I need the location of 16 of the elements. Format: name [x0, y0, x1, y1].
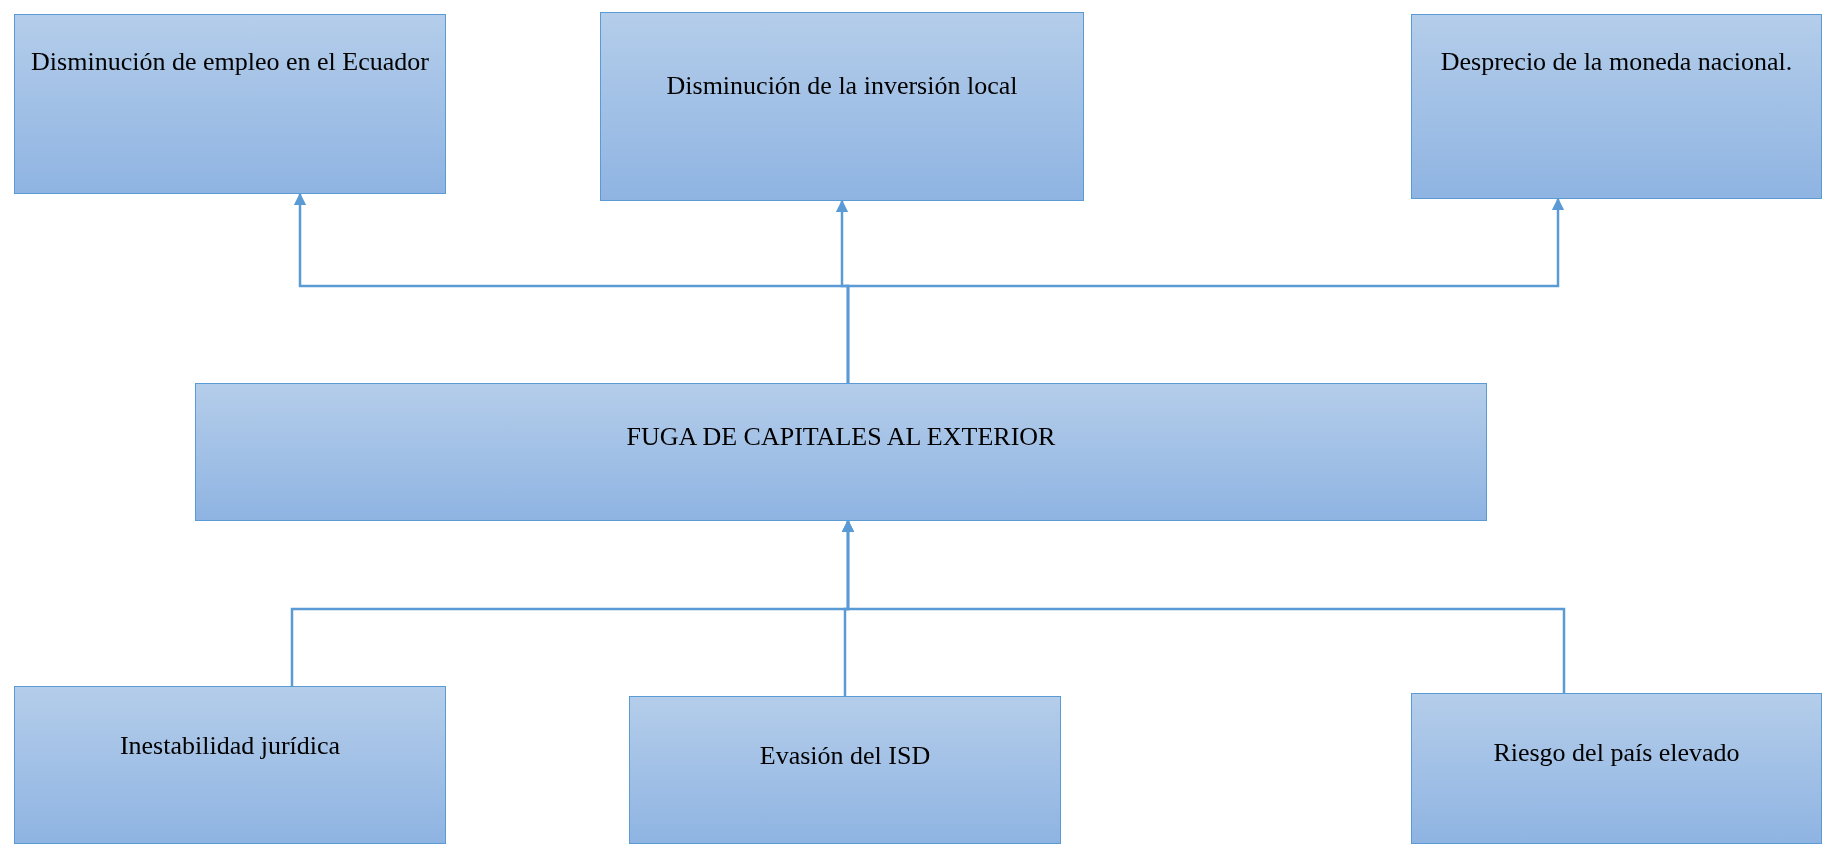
- arrow: [846, 197, 1565, 383]
- process-box: [14, 14, 446, 194]
- box-text: Riesgo del país elevado: [1493, 737, 1740, 769]
- process-box: [629, 696, 1061, 844]
- arrow: [841, 519, 1566, 693]
- process-box: [600, 12, 1084, 201]
- box-text: Disminución de empleo en el Ecuador: [31, 46, 429, 78]
- process-box: [195, 383, 1487, 521]
- process-box: [1411, 693, 1822, 844]
- process-box: [1411, 14, 1822, 199]
- box-text: Evasión del ISD: [759, 740, 931, 772]
- box-text: Disminución de la inversión local: [666, 70, 1018, 102]
- box-text: Inestabilidad jurídica: [119, 730, 341, 762]
- box-text: FUGA DE CAPITALES AL EXTERIOR: [626, 421, 1056, 453]
- process-box: [14, 686, 446, 844]
- box-text: Desprecio de la moneda nacional.: [1440, 46, 1793, 78]
